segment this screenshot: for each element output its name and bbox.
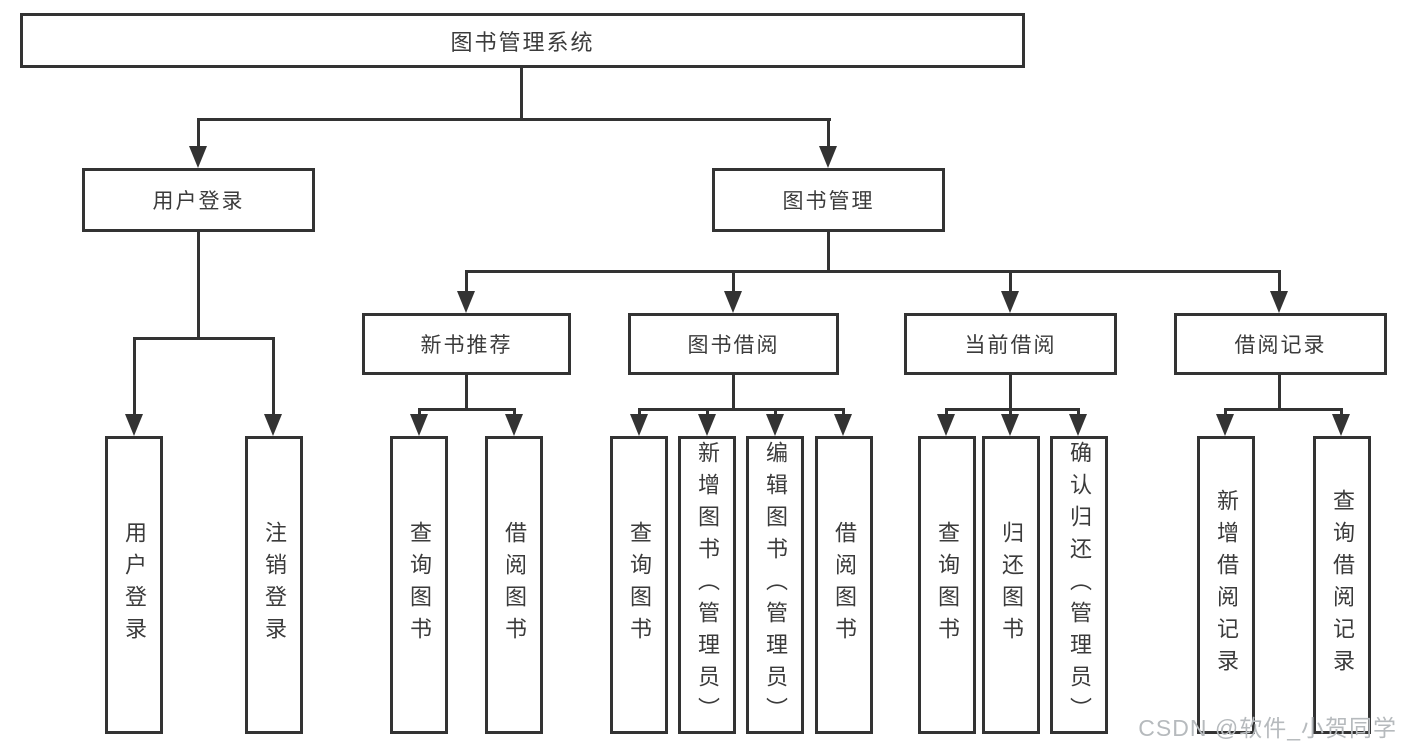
- connector-line: [133, 337, 274, 340]
- leaf-return-books: 归还图书: [982, 436, 1040, 734]
- connector-line: [1077, 408, 1080, 418]
- node-label: 用户登录: [152, 190, 245, 213]
- arrowhead-down-icon: [698, 414, 716, 436]
- connector-line: [732, 375, 735, 408]
- arrowhead-down-icon: [1216, 414, 1234, 436]
- connector-line: [945, 408, 948, 418]
- connector-line: [465, 270, 1281, 273]
- arrowhead-down-icon: [1001, 291, 1019, 313]
- leaf-borrow-books-1: 借阅图书: [485, 436, 543, 734]
- node-book-management: 图书管理: [712, 168, 945, 232]
- connector-line: [774, 408, 777, 418]
- arrowhead-down-icon: [834, 414, 852, 436]
- node-label: 图书管理系统: [450, 29, 595, 55]
- node-label: 新书推荐: [420, 334, 513, 357]
- connector-line: [197, 118, 200, 150]
- connector-line: [520, 66, 523, 118]
- connector-line: [732, 270, 735, 295]
- node-label: 借阅记录: [1234, 334, 1327, 357]
- node-borrow-record: 借阅记录: [1174, 313, 1387, 375]
- connector-line: [197, 232, 200, 337]
- leaf-label: 查询图书: [627, 521, 652, 649]
- connector-line: [465, 270, 468, 295]
- arrowhead-down-icon: [724, 291, 742, 313]
- connector-line: [272, 337, 275, 417]
- connector-line: [827, 118, 830, 150]
- leaf-edit-books-admin: 编辑图书（管理员）: [746, 436, 804, 734]
- csdn-watermark: CSDN @软件_小贺同学: [1138, 715, 1397, 741]
- leaf-label: 新增图书（管理员）: [695, 441, 720, 729]
- node-library-system: 图书管理系统: [20, 13, 1025, 68]
- arrowhead-down-icon: [1270, 291, 1288, 313]
- connector-line: [418, 408, 421, 418]
- leaf-label: 用户登录: [122, 521, 147, 649]
- node-label: 图书借阅: [687, 334, 780, 357]
- arrowhead-down-icon: [937, 414, 955, 436]
- arrowhead-down-icon: [1001, 414, 1019, 436]
- arrowhead-down-icon: [125, 414, 143, 436]
- connector-line: [1224, 408, 1227, 418]
- arrowhead-down-icon: [457, 291, 475, 313]
- arrowhead-down-icon: [1069, 414, 1087, 436]
- leaf-query-borrow-record: 查询借阅记录: [1313, 436, 1371, 734]
- connector-line: [1340, 408, 1343, 418]
- arrowhead-down-icon: [819, 146, 837, 168]
- leaf-logout: 注销登录: [245, 436, 303, 734]
- node-label: 当前借阅: [964, 334, 1057, 357]
- connector-line: [418, 408, 515, 411]
- leaf-label: 归还图书: [999, 521, 1024, 649]
- arrowhead-down-icon: [264, 414, 282, 436]
- leaf-label: 新增借阅记录: [1214, 489, 1239, 681]
- connector-line: [133, 337, 136, 417]
- leaf-add-borrow-record: 新增借阅记录: [1197, 436, 1255, 734]
- leaf-user-login: 用户登录: [105, 436, 163, 734]
- connector-line: [1009, 408, 1012, 418]
- node-current-borrow: 当前借阅: [904, 313, 1117, 375]
- leaf-query-books-1: 查询图书: [390, 436, 448, 734]
- leaf-borrow-books-2: 借阅图书: [815, 436, 873, 734]
- leaf-query-books-3: 查询图书: [918, 436, 976, 734]
- arrowhead-down-icon: [189, 146, 207, 168]
- leaf-label: 确认归还（管理员）: [1067, 441, 1092, 729]
- leaf-label: 查询图书: [935, 521, 960, 649]
- connector-line: [706, 408, 709, 418]
- arrowhead-down-icon: [505, 414, 523, 436]
- leaf-label: 编辑图书（管理员）: [763, 441, 788, 729]
- node-book-borrow: 图书借阅: [628, 313, 839, 375]
- leaf-confirm-return-admin: 确认归还（管理员）: [1050, 436, 1108, 734]
- leaf-query-books-2: 查询图书: [610, 436, 668, 734]
- leaf-label: 借阅图书: [502, 521, 527, 649]
- node-new-book-recommend: 新书推荐: [362, 313, 571, 375]
- arrowhead-down-icon: [410, 414, 428, 436]
- connector-line: [465, 375, 468, 408]
- leaf-label: 借阅图书: [832, 521, 857, 649]
- connector-line: [945, 408, 1079, 411]
- connector-line: [827, 232, 830, 270]
- arrowhead-down-icon: [1332, 414, 1350, 436]
- connector-line: [1009, 270, 1012, 295]
- connector-line: [1278, 375, 1281, 408]
- leaf-label: 查询借阅记录: [1330, 489, 1355, 681]
- arrowhead-down-icon: [766, 414, 784, 436]
- connector-line: [638, 408, 845, 411]
- node-user-login: 用户登录: [82, 168, 315, 232]
- connector-line: [197, 118, 831, 121]
- connector-line: [1224, 408, 1342, 411]
- connector-line: [638, 408, 641, 418]
- leaf-add-books-admin: 新增图书（管理员）: [678, 436, 736, 734]
- connector-line: [513, 408, 516, 418]
- arrowhead-down-icon: [630, 414, 648, 436]
- connector-line: [842, 408, 845, 418]
- connector-line: [1009, 375, 1012, 408]
- leaf-label: 注销登录: [262, 521, 287, 649]
- node-label: 图书管理: [782, 190, 875, 213]
- connector-line: [1278, 270, 1281, 295]
- leaf-label: 查询图书: [407, 521, 432, 649]
